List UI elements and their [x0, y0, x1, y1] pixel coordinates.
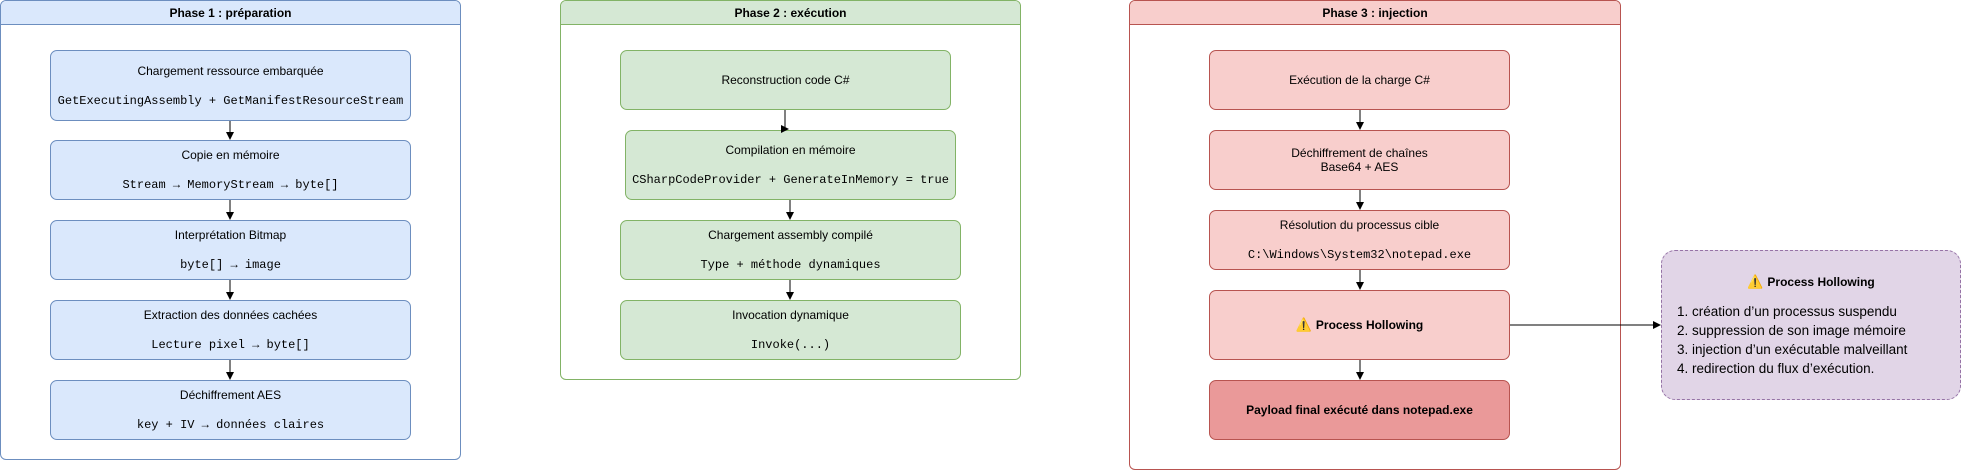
- step-label: Déchiffrement de chaînes: [1291, 146, 1428, 160]
- warning-icon: ⚠️: [1295, 317, 1312, 332]
- hollowing-note: ⚠️Process Hollowing création d’un proces…: [1661, 250, 1961, 400]
- phase3-step-2: Déchiffrement de chaînes Base64 + AES: [1209, 130, 1510, 190]
- phase3-step-4: ⚠️ Process Hollowing: [1209, 290, 1510, 360]
- step-code: key + IV → données claires: [136, 418, 325, 432]
- step-code: GetExecutingAssembly + GetManifestResour…: [57, 93, 404, 108]
- list-item: suppression de son image mémoire: [1692, 321, 1960, 340]
- list-item: redirection du flux d’exécution.: [1692, 359, 1960, 378]
- step-code: Lecture pixel → byte[]: [151, 338, 310, 352]
- step-label: Déchiffrement AES: [179, 388, 282, 402]
- phase3-step-5: Payload final exécuté dans notepad.exe: [1209, 380, 1510, 440]
- step-label: Copie en mémoire: [181, 148, 280, 162]
- phase3-step-3: Résolution du processus cible C:\Windows…: [1209, 210, 1510, 270]
- step-label: Exécution de la charge C#: [1289, 73, 1430, 87]
- step-code: Invoke(...): [750, 338, 831, 352]
- step-label: Compilation en mémoire: [725, 143, 856, 157]
- phase2-step-2: Compilation en mémoire CSharpCodeProvide…: [625, 130, 956, 200]
- phase2-step-1: Reconstruction code C#: [620, 50, 951, 110]
- step-label: Interprétation Bitmap: [174, 228, 287, 242]
- phase1-step-1: Chargement ressource embarquée GetExecut…: [50, 50, 411, 121]
- step-code: C:\Windows\System32\notepad.exe: [1247, 248, 1472, 262]
- list-item: injection d’un exécutable malveillant: [1692, 340, 1960, 359]
- phase3-title: Phase 3 : injection: [1130, 1, 1620, 25]
- phase1-step-5: Déchiffrement AES key + IV → données cla…: [50, 380, 411, 440]
- phase2-step-3: Chargement assembly compilé Type + métho…: [620, 220, 961, 280]
- phase2-title: Phase 2 : exécution: [561, 1, 1020, 25]
- phase2-step-4: Invocation dynamique Invoke(...): [620, 300, 961, 360]
- step-label: Process Hollowing: [1315, 318, 1424, 332]
- phase1-title: Phase 1 : préparation: [1, 1, 460, 25]
- phase1-step-3: Interprétation Bitmap byte[] → image: [50, 220, 411, 280]
- list-item: création d’un processus suspendu: [1692, 302, 1960, 321]
- phase1-step-2: Copie en mémoire Stream → MemoryStream →…: [50, 140, 411, 200]
- step-label: Reconstruction code C#: [721, 73, 850, 87]
- step-label: Extraction des données cachées: [143, 308, 318, 322]
- step-code: Stream → MemoryStream → byte[]: [122, 178, 339, 192]
- step-label-2: Base64 + AES: [1320, 160, 1399, 174]
- step-label: Chargement assembly compilé: [708, 228, 873, 242]
- warning-icon: ⚠️: [1747, 274, 1764, 289]
- phase1-step-4: Extraction des données cachées Lecture p…: [50, 300, 411, 360]
- step-code: CSharpCodeProvider + GenerateInMemory = …: [632, 173, 949, 187]
- phase3-step-1: Exécution de la charge C#: [1209, 50, 1510, 110]
- step-code: byte[] → image: [180, 258, 281, 272]
- step-label: Chargement ressource embarquée: [137, 63, 324, 78]
- step-label: Résolution du processus cible: [1279, 218, 1440, 232]
- hollowing-steps-list: création d’un processus suspendu suppres…: [1662, 302, 1960, 378]
- hollowing-note-title-text: Process Hollowing: [1767, 275, 1875, 289]
- step-label: Payload final exécuté dans notepad.exe: [1246, 403, 1473, 417]
- step-code: Type + méthode dynamiques: [700, 258, 881, 272]
- step-label: Invocation dynamique: [732, 308, 849, 322]
- hollowing-note-title: ⚠️Process Hollowing: [1662, 274, 1960, 290]
